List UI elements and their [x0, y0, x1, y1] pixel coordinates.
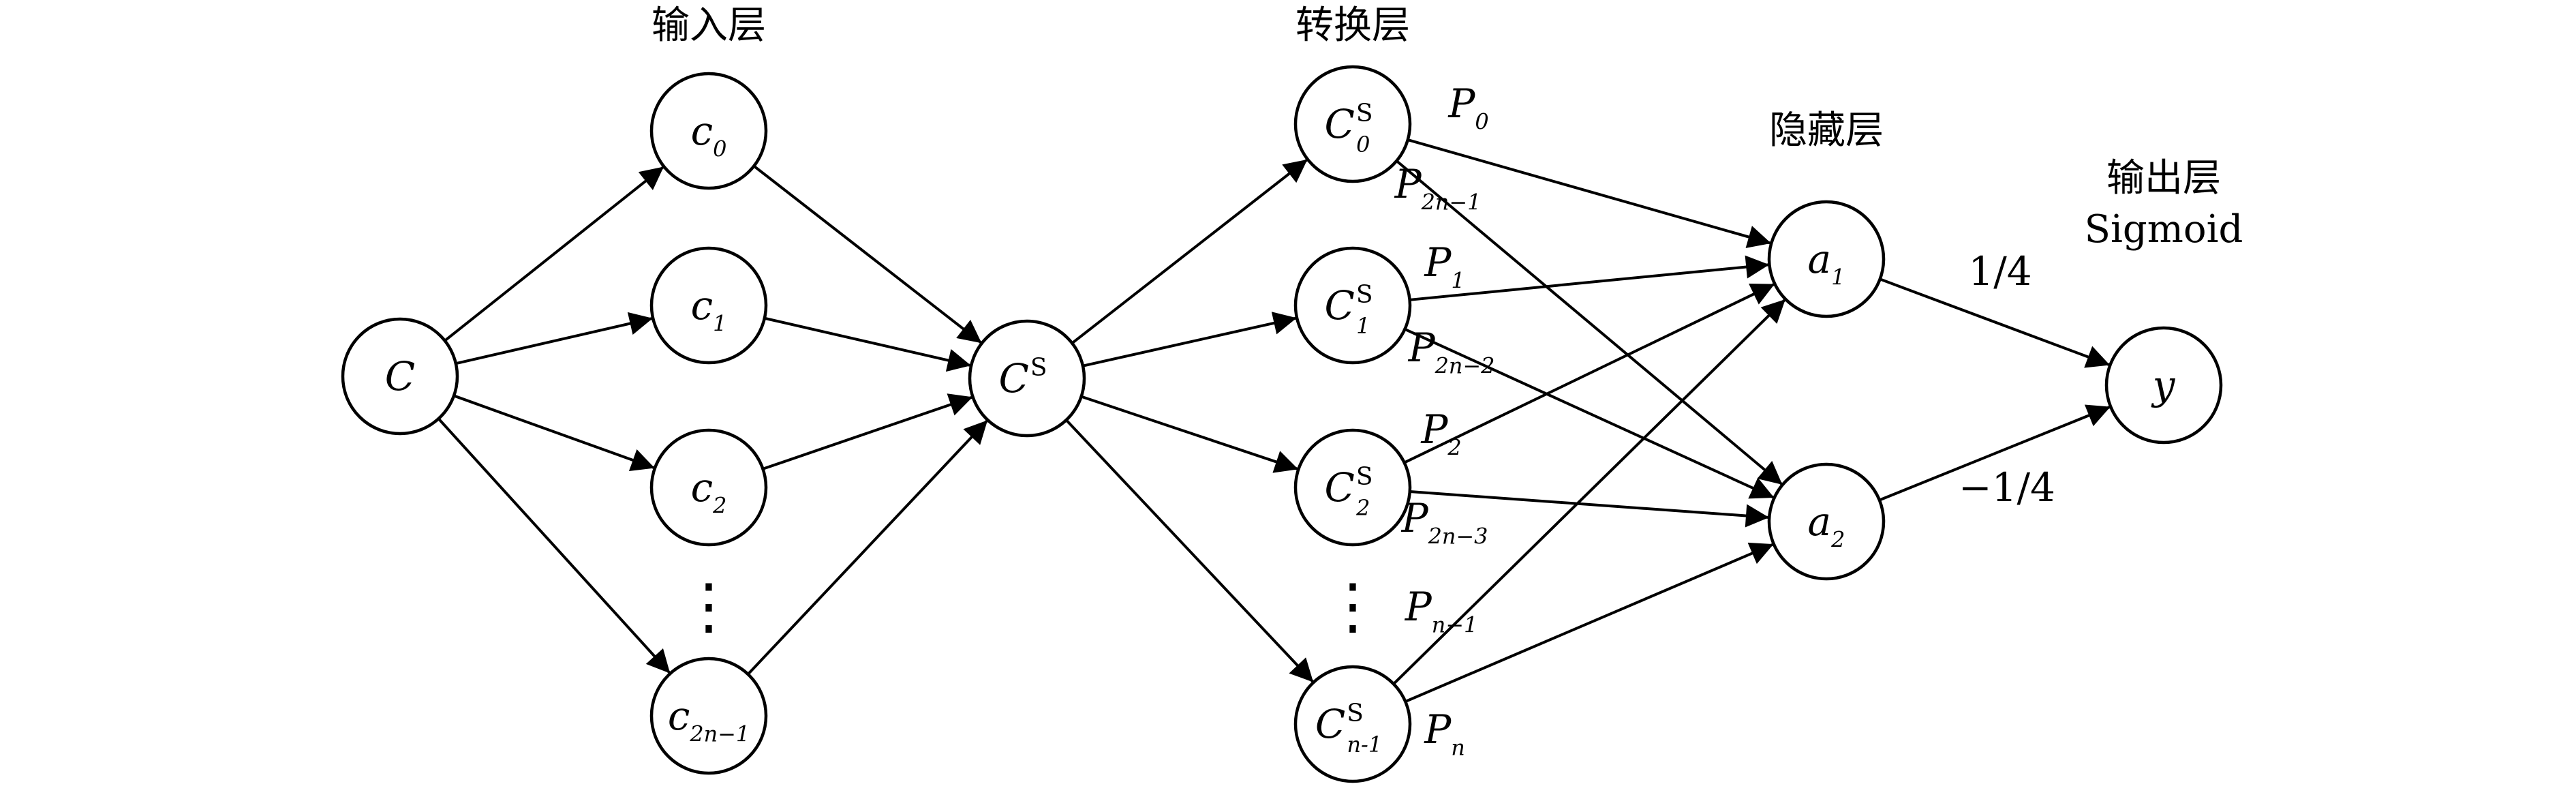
node-circle-c0 — [649, 72, 768, 190]
activation-label: Sigmoid — [2085, 207, 2243, 252]
node-circle-a2 — [1767, 462, 1886, 581]
node-c2: c2 — [649, 428, 768, 547]
node-label-c1: c1 — [691, 282, 727, 336]
node-c0: c0 — [649, 72, 768, 190]
node-circle-CSn1 — [1293, 665, 1412, 783]
edge-C-c0 — [444, 166, 664, 342]
weight-label-a1-y: 1/4 — [1968, 248, 2031, 295]
edge-label-P2n3: P2n−3 — [1401, 495, 1488, 549]
transform-ellipsis: ⋮ — [1322, 571, 1383, 642]
node-circle-CS0 — [1293, 65, 1412, 183]
edges — [438, 138, 2111, 703]
node-C: C — [341, 317, 459, 436]
node-c2n1: c2n−1 — [649, 657, 768, 775]
node-label-y: y — [2151, 362, 2176, 408]
node-circle-a1 — [1767, 200, 1886, 318]
edge-label-P1: P1 — [1424, 239, 1465, 293]
edge-C-c2 — [453, 394, 655, 471]
edge-label-P2n1: P2n−1 — [1394, 161, 1482, 215]
edge-a1-y — [1879, 277, 2111, 368]
edge-c2n1-CS — [747, 420, 988, 676]
node-circle-y — [2104, 326, 2223, 445]
edge-a2-y — [1879, 404, 2111, 502]
node-label-c2: c2 — [691, 464, 727, 518]
edge-CS0-a2 — [1396, 160, 1783, 485]
node-label-C: C — [385, 353, 415, 400]
weight-label-a2-y: −1/4 — [1959, 464, 2055, 511]
node-circle-c2 — [649, 428, 768, 547]
node-label-a2: a2 — [1808, 498, 1845, 552]
edge-label-Pn1: Pn−1 — [1405, 584, 1478, 637]
edge-CS1-a1 — [1409, 255, 1770, 301]
node-CS: CS — [968, 319, 1086, 438]
edge-CS2-a2 — [1409, 490, 1769, 528]
edge-CS-CS1 — [1082, 312, 1297, 367]
node-a1: a1 — [1767, 200, 1886, 318]
node-label-CS: CS — [998, 354, 1047, 402]
edge-CS-CSn1 — [1065, 419, 1314, 682]
edge-label-P2: P2 — [1420, 406, 1461, 460]
edge-C-c2n1 — [438, 417, 671, 674]
input-ellipsis: ⋮ — [678, 571, 739, 642]
edge-CS-CS2 — [1081, 395, 1299, 473]
node-circle-c1 — [649, 246, 768, 365]
edge-label-P2n2: P2n−2 — [1408, 325, 1495, 378]
node-c1: c1 — [649, 246, 768, 365]
edge-CSn1-a2 — [1405, 542, 1774, 703]
transform-layer-title: 转换层 — [1295, 3, 1410, 48]
edge-label-Pn: Pn — [1424, 706, 1465, 760]
edge-CS1-a2 — [1404, 328, 1775, 499]
edge-CS-CS0 — [1071, 159, 1308, 344]
hidden-layer-title: 隐藏层 — [1769, 108, 1884, 153]
edge-CS2-a1 — [1403, 283, 1775, 464]
node-a2: a2 — [1767, 462, 1886, 581]
edge-CS0-a1 — [1407, 138, 1771, 248]
edge-C-c1 — [455, 312, 653, 365]
node-label-a1: a1 — [1808, 236, 1845, 290]
edge-label-P0: P0 — [1447, 80, 1488, 134]
edge-c1-CS — [764, 316, 971, 372]
output-layer-title: 输出层 — [2106, 156, 2221, 200]
node-circle-c2n1 — [649, 657, 768, 775]
node-circle-CS1 — [1293, 246, 1412, 365]
node-y: y — [2104, 326, 2223, 445]
node-circle-CS — [968, 319, 1086, 438]
input-layer-title: 输入层 — [651, 3, 766, 48]
node-circle-CS2 — [1293, 428, 1412, 547]
node-label-c2n1: c2n−1 — [668, 693, 750, 747]
node-label-c0: c0 — [691, 108, 727, 162]
edge-CSn1-a1 — [1392, 299, 1786, 685]
edge-c0-CS — [753, 164, 982, 344]
node-circle-C — [341, 317, 459, 436]
edge-c2-CS — [762, 393, 973, 470]
